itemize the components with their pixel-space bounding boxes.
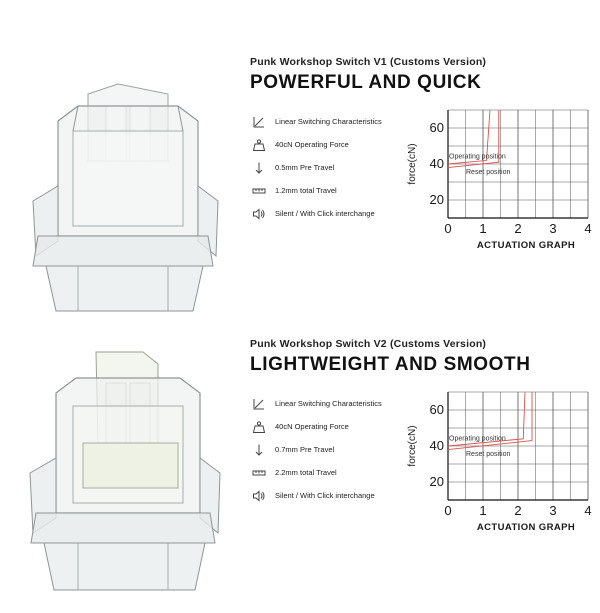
feature-list: Linear Switching Characteristics 40cN Op… xyxy=(252,392,402,507)
annotation-label: Operating position xyxy=(449,436,506,443)
x-tick-label: 1 xyxy=(479,221,486,236)
y-axis-label: force(cN) xyxy=(407,143,418,184)
feature-item: 40cN Operating Force xyxy=(252,415,402,438)
feature-item: 0.7mm Pre Travel xyxy=(252,438,402,461)
feature-label: 0.7mm Pre Travel xyxy=(275,445,335,454)
y-tick-label: 40 xyxy=(430,156,444,171)
feature-label: 1.2mm total Travel xyxy=(275,186,337,195)
feature-item: Silent / With Click interchange xyxy=(252,484,402,507)
y-tick-label: 20 xyxy=(430,474,444,489)
y-tick-label: 60 xyxy=(430,120,444,135)
feature-label: 0.5mm Pre Travel xyxy=(275,163,335,172)
switch-image xyxy=(18,66,228,326)
feature-label: Silent / With Click interchange xyxy=(275,209,375,218)
x-tick-label: 3 xyxy=(549,503,556,518)
weight-icon xyxy=(252,138,266,152)
chart-title: ACTUATION GRAPH xyxy=(477,522,575,533)
switch-subtitle: Punk Workshop Switch V1 (Customs Version… xyxy=(250,56,487,68)
switch-subtitle: Punk Workshop Switch V2 (Customs Version… xyxy=(250,338,487,350)
release-curve xyxy=(447,392,533,451)
ruler-icon xyxy=(252,184,266,198)
annotation-label: Reset position xyxy=(466,169,510,176)
annotation-label: Operating position xyxy=(449,154,506,161)
ruler-icon xyxy=(252,466,266,480)
actuation-graph: 20 40 60 0 1 2 3 4 force(cN) ACTUATION GRAPH Opera… xyxy=(404,386,600,536)
feature-label: Linear Switching Characteristics xyxy=(275,117,382,126)
release-curve xyxy=(447,110,500,169)
feature-label: 2.2mm total Travel xyxy=(275,468,337,477)
speaker-icon xyxy=(252,207,266,221)
annotation-label: Reset position xyxy=(466,451,510,458)
down-arrow-icon xyxy=(252,443,266,457)
actuation-graph: 20 40 60 0 1 2 3 4 force(cN) ACTUATION GRAPH Opera… xyxy=(404,104,600,254)
feature-item: Silent / With Click interchange xyxy=(252,202,402,225)
feature-item: Linear Switching Characteristics xyxy=(252,110,402,133)
feature-label: 40cN Operating Force xyxy=(275,140,349,149)
speaker-icon xyxy=(252,489,266,503)
x-tick-label: 0 xyxy=(444,221,451,236)
weight-icon xyxy=(252,420,266,434)
feature-list: Linear Switching Characteristics 40cN Op… xyxy=(252,110,402,225)
y-tick-label: 40 xyxy=(430,438,444,453)
down-arrow-icon xyxy=(252,161,266,175)
x-tick-label: 2 xyxy=(514,221,521,236)
feature-item: 2.2mm total Travel xyxy=(252,461,402,484)
chart-title: ACTUATION GRAPH xyxy=(477,240,575,251)
feature-item: 40cN Operating Force xyxy=(252,133,402,156)
x-tick-label: 2 xyxy=(514,503,521,518)
y-tick-label: 20 xyxy=(430,192,444,207)
x-tick-label: 3 xyxy=(549,221,556,236)
switch-image xyxy=(18,348,228,608)
x-tick-label: 4 xyxy=(584,503,591,518)
feature-item: 0.5mm Pre Travel xyxy=(252,156,402,179)
linear-graph-icon xyxy=(252,115,266,129)
x-tick-label: 0 xyxy=(444,503,451,518)
linear-graph-icon xyxy=(252,397,266,411)
x-tick-label: 1 xyxy=(479,503,486,518)
feature-label: Silent / With Click interchange xyxy=(275,491,375,500)
feature-item: Linear Switching Characteristics xyxy=(252,392,402,415)
switch-headline: POWERFUL AND QUICK xyxy=(250,72,482,93)
feature-item: 1.2mm total Travel xyxy=(252,179,402,202)
x-tick-label: 4 xyxy=(584,221,591,236)
switch-headline: LIGHTWEIGHT AND SMOOTH xyxy=(250,354,531,375)
feature-label: 40cN Operating Force xyxy=(275,422,349,431)
switch-panel-v2: Punk Workshop Switch V2 (Customs Version… xyxy=(0,322,600,602)
y-axis-label: force(cN) xyxy=(407,425,418,466)
press-curve xyxy=(447,391,526,447)
switch-panel-v1: Punk Workshop Switch V1 (Customs Version… xyxy=(0,40,600,320)
y-tick-label: 60 xyxy=(430,402,444,417)
press-curve xyxy=(447,109,491,165)
feature-label: Linear Switching Characteristics xyxy=(275,399,382,408)
